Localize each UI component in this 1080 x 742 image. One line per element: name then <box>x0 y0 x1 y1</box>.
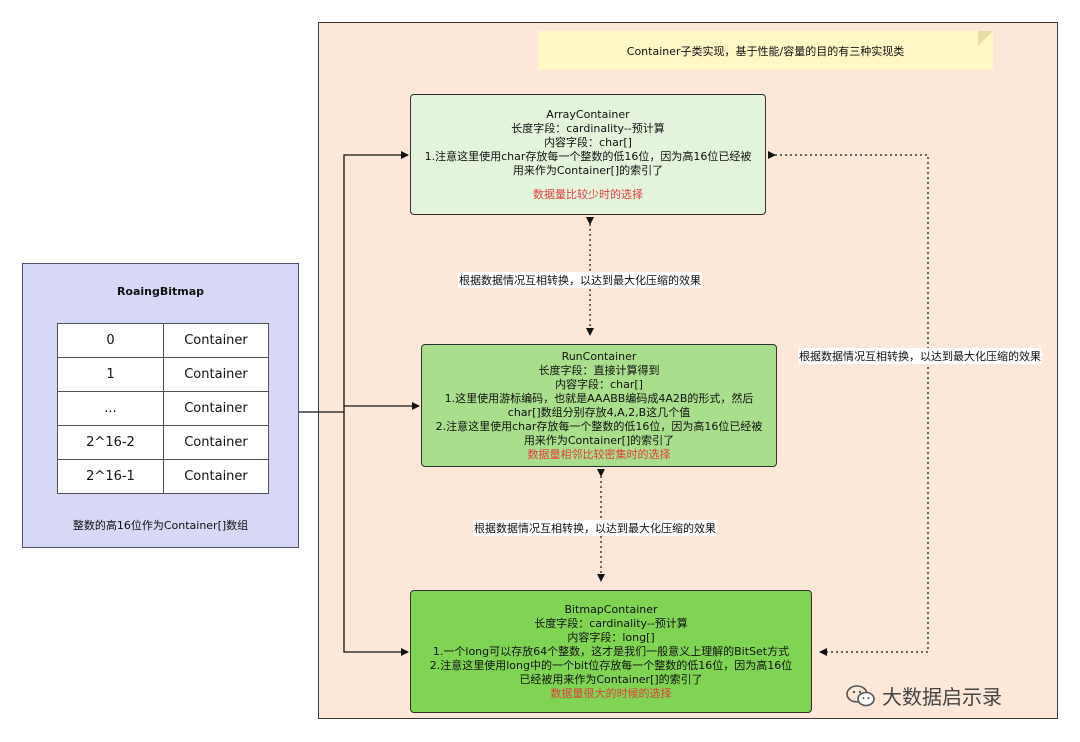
run-length-field: 长度字段：直接计算得到 <box>538 363 660 377</box>
bitmap-container-box: BitmapContainer 长度字段：cardinality--预计算 内容… <box>410 590 812 713</box>
table-row: ... Container <box>57 391 269 426</box>
table-cell-value: Container <box>163 391 269 426</box>
edge-label-run-bitmap: 根据数据情况互相转换，以达到最大化压缩的效果 <box>473 520 717 536</box>
bitmap-container-title: BitmapContainer <box>564 602 658 616</box>
run-note1-line2: char[]数组分别存放4,A,2,B这几个值 <box>507 405 691 419</box>
array-container-title: ArrayContainer <box>546 107 630 121</box>
run-container-title: RunContainer <box>561 349 637 363</box>
run-container-box: RunContainer 长度字段：直接计算得到 内容字段：char[] 1.这… <box>421 344 777 467</box>
run-note2-line2: 用来作为Container[]的索引了 <box>523 433 675 447</box>
table-cell-key: 0 <box>57 323 164 358</box>
array-highlight: 数据量比较少时的选择 <box>533 187 643 201</box>
edge-array-bitmap <box>768 151 929 656</box>
bitmap-content-field: 内容字段：long[] <box>567 630 655 644</box>
array-content-field: 内容字段：char[] <box>544 135 632 149</box>
solid-connectors <box>268 151 420 656</box>
table-cell-key: 2^16-2 <box>57 425 164 460</box>
watermark: 大数据启示录 <box>846 681 1002 710</box>
bitmap-note2-line2: 已经被用来作为Container[]的索引了 <box>519 672 703 686</box>
array-note-line2: 用来作为Container[]的索引了 <box>512 163 664 177</box>
note-fold <box>978 31 993 46</box>
run-note2-line1: 2.注意这里使用char存放每一个整数的低16位，因为高16位已经被 <box>435 419 763 433</box>
array-note-line1: 1.注意这里使用char存放每一个整数的低16位，因为高16位已经被 <box>424 149 752 163</box>
bitmap-highlight: 数据量很大的时候的选择 <box>550 686 672 700</box>
table-row: 1 Container <box>57 357 269 392</box>
table-cell-key: ... <box>57 391 164 426</box>
wechat-icon <box>846 684 875 706</box>
edge-label-array-bitmap: 根据数据情况互相转换，以达到最大化压缩的效果 <box>798 348 1042 364</box>
table-cell-value: Container <box>163 425 269 460</box>
note-box <box>538 31 993 70</box>
roaring-bitmap-caption: 整数的高16位作为Container[]数组 <box>72 519 249 532</box>
edge-label-array-run: 根据数据情况互相转换，以达到最大化压缩的效果 <box>458 272 702 288</box>
table-row: 2^16-1 Container <box>57 459 269 494</box>
bitmap-note1: 1.一个long可以存放64个整数，这才是我们一般意义上理解的BitSet方式 <box>432 644 790 658</box>
array-container-box: ArrayContainer 长度字段：cardinality--预计算 内容字… <box>410 94 766 215</box>
edge-to-bitmap <box>343 412 409 656</box>
bitmap-note2-line1: 2.注意这里使用long中的一个bit位存放每一个整数的低16位，因为高16位 <box>429 658 793 672</box>
bitmap-length-field: 长度字段：cardinality--预计算 <box>534 616 688 630</box>
table-cell-value: Container <box>163 357 269 392</box>
edge-to-array <box>268 151 409 413</box>
run-content-field: 内容字段：char[] <box>555 377 643 391</box>
table-cell-key: 1 <box>57 357 164 392</box>
container-index-table: 0 Container 1 Container ... Container 2^… <box>57 323 269 494</box>
note-text: Container子类实现，基于性能/容量的目的有三种实现类 <box>626 44 905 58</box>
table-cell-key: 2^16-1 <box>57 459 164 494</box>
array-length-field: 长度字段：cardinality--预计算 <box>511 121 665 135</box>
watermark-text: 大数据启示录 <box>882 685 1002 709</box>
table-row: 0 Container <box>57 323 269 358</box>
run-note1-line1: 1.这里使用游标编码，也就是AAABB编码成4A2B的形式，然后 <box>444 391 754 405</box>
table-cell-value: Container <box>163 323 269 358</box>
table-cell-value: Container <box>163 459 269 494</box>
run-highlight: 数据量相邻比较密集时的选择 <box>527 447 671 461</box>
roaring-bitmap-title: RoaingBitmap <box>116 285 205 298</box>
table-row: 2^16-2 Container <box>57 425 269 460</box>
